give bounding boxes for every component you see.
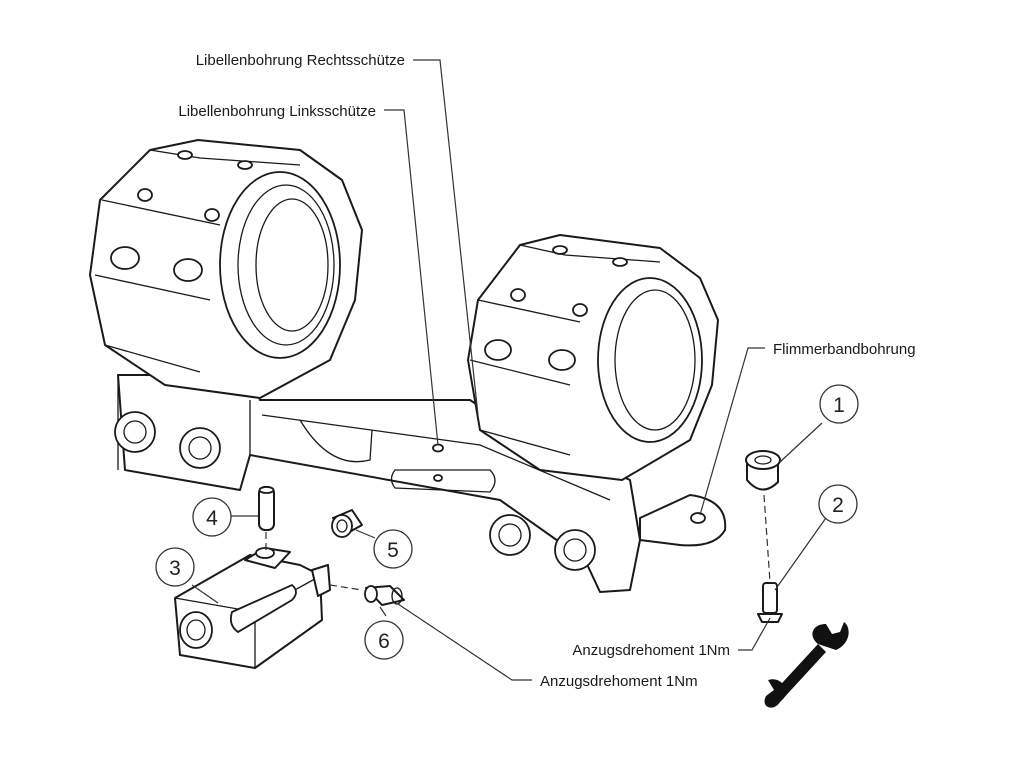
part-3-block	[174, 547, 331, 669]
callout-1: 1	[819, 384, 859, 424]
label-torque-1: Anzugsdrehoment 1Nm	[572, 642, 730, 659]
part-5-bushing	[331, 509, 363, 538]
part-1-screw	[745, 450, 781, 491]
callout-5-number: 5	[387, 539, 399, 562]
wrench-icon	[764, 622, 849, 708]
callout-1-number: 1	[833, 394, 845, 417]
callout-4-number: 4	[206, 507, 218, 530]
part-2-screw	[757, 494, 783, 623]
callout-5: 5	[373, 529, 413, 569]
part-4-pin	[258, 486, 275, 552]
callout-2-number: 2	[832, 494, 844, 517]
callout-2: 2	[818, 484, 858, 524]
callout-3: 3	[155, 547, 195, 587]
leader-lines	[191, 59, 829, 681]
right-scope-ring	[467, 234, 719, 481]
callout-6-number: 6	[378, 630, 390, 653]
label-level-hole-right: Libellenbohrung Rechtsschütze	[196, 52, 405, 69]
label-level-hole-left: Libellenbohrung Linksschütze	[178, 103, 376, 120]
callout-4: 4	[192, 497, 232, 537]
label-torque-2: Anzugsdrehoment 1Nm	[540, 673, 698, 690]
label-flicker-band-hole: Flimmerbandbohrung	[773, 341, 916, 358]
flicker-band-tab	[639, 494, 727, 547]
callout-3-number: 3	[169, 557, 181, 580]
left-scope-ring	[89, 139, 363, 399]
callout-6: 6	[364, 620, 404, 660]
base-screws	[114, 411, 596, 571]
part-6-sleeve	[329, 584, 405, 606]
